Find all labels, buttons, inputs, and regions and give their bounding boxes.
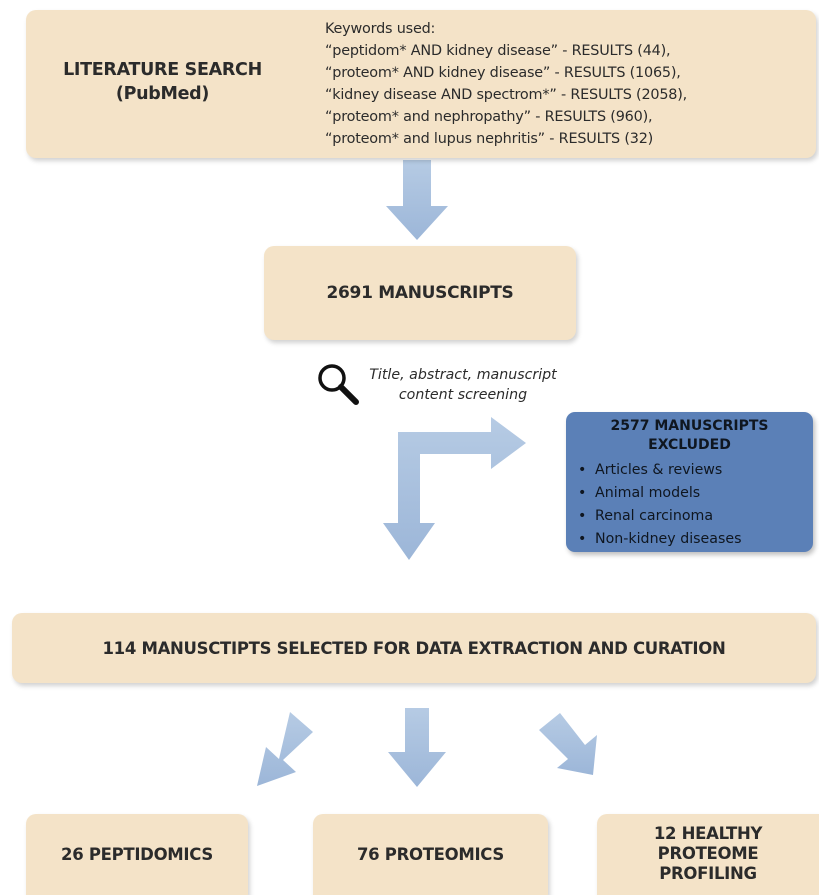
arrow-search-to-manuscripts [386,160,448,240]
keyword-item: “kidney disease AND spectrom*” - RESULTS… [325,87,688,103]
arrow-to-proteomics [388,708,446,787]
literature-search-box: LITERATURE SEARCH (PubMed) Keywords used… [26,10,816,158]
screening-caption: Title, abstract, manuscript content scre… [368,365,558,405]
keyword-item: “peptidom* AND kidney disease” - RESULTS… [325,43,671,59]
healthy-proteome-line2: PROTEOME [657,844,759,863]
keyword-item: “proteom* and lupus nephritis” - RESULTS… [325,131,654,147]
manuscripts-count-label: 2691 MANUSCRIPTS [326,283,514,303]
arrow-screening-bent [383,417,526,560]
excluded-title: 2577 MANUSCRIPTS EXCLUDED [566,417,813,455]
healthy-proteome-label: 12 HEALTHY PROTEOME PROFILING [653,824,763,884]
exclusion-reason: Non-kidney diseases [578,528,741,551]
exclusion-reason: Articles & reviews [578,459,741,482]
arrow-to-healthy [539,713,597,775]
keywords-header: Keywords used: [325,21,436,37]
healthy-proteome-line1: 12 HEALTHY [653,824,763,843]
screening-caption-line2: content screening [398,387,528,403]
keyword-item: “proteom* and nephropathy” - RESULTS (96… [325,109,653,125]
exclusion-reason: Animal models [578,482,741,505]
peptidomics-box: 26 PEPTIDOMICS [26,814,248,895]
literature-search-title-line2: (PubMed) [115,84,210,104]
screening-caption-line1: Title, abstract, manuscript [369,367,557,383]
healthy-proteome-box: 12 HEALTHY PROTEOME PROFILING [597,814,819,895]
literature-search-title-line1: LITERATURE SEARCH [63,60,262,80]
excluded-title-line1: 2577 MANUSCRIPTS [610,418,769,434]
exclusion-reason: Renal carcinoma [578,505,741,528]
selected-manuscripts-box: 114 MANUSCTIPTS SELECTED FOR DATA EXTRAC… [12,613,816,683]
manuscripts-count-box: 2691 MANUSCRIPTS [264,246,576,340]
selected-manuscripts-label: 114 MANUSCTIPTS SELECTED FOR DATA EXTRAC… [102,638,726,658]
healthy-proteome-line3: PROFILING [659,864,757,883]
exclusion-reasons-list: Articles & reviews Animal models Renal c… [578,459,741,551]
peptidomics-label: 26 PEPTIDOMICS [61,845,213,864]
excluded-box: 2577 MANUSCRIPTS EXCLUDED Articles & rev… [566,412,813,552]
magnifier-icon [318,364,359,405]
keyword-item: “proteom* AND kidney disease” - RESULTS … [325,65,681,81]
proteomics-box: 76 PROTEOMICS [313,814,548,895]
arrow-to-peptidomics [257,712,313,786]
literature-search-title: LITERATURE SEARCH (PubMed) [60,58,265,106]
excluded-title-line2: EXCLUDED [648,437,731,453]
keywords-list: Keywords used: “peptidom* AND kidney dis… [325,18,819,150]
proteomics-label: 76 PROTEOMICS [356,845,505,864]
